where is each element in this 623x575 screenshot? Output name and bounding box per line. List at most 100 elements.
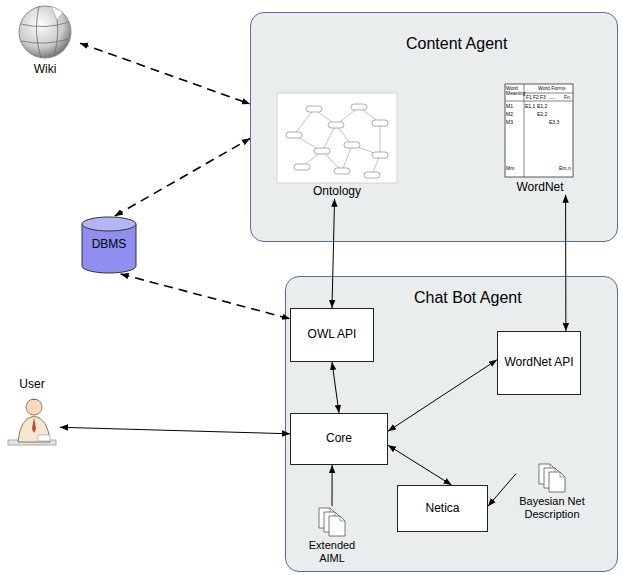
node-label: Netica	[425, 502, 459, 516]
table-cell: Mm	[506, 166, 514, 171]
globe-illustration	[10, 2, 80, 62]
node-label: DBMS	[92, 238, 127, 252]
table-cell-slot: M2	[506, 112, 513, 117]
table-rule	[505, 101, 573, 102]
node-label: WordNet	[500, 181, 580, 195]
table-cell: E1,1	[525, 104, 535, 109]
connector	[80, 43, 250, 104]
onto-illustration	[276, 92, 398, 184]
docs-illustration	[300, 506, 364, 538]
puzzle-seam	[21, 22, 69, 27]
database-cylinder: DBMS	[80, 216, 138, 274]
table-cell-slot: E1,2	[537, 104, 547, 109]
node-label: Ontology	[276, 185, 398, 199]
agent-panel: Chat Bot AgentOWL API WordNet API CoreNeti…	[285, 276, 618, 572]
globe-sphere	[19, 6, 71, 58]
document-stack: Extended AIML	[300, 506, 364, 564]
panel-title: Content Agent	[406, 35, 617, 53]
table-cell-slot: ......	[548, 95, 556, 100]
table-cell: M1	[506, 104, 513, 109]
ontology-concept	[344, 142, 360, 148]
paper	[38, 435, 50, 441]
connector	[121, 274, 290, 319]
ontology-concept	[314, 148, 330, 154]
ontology-concept	[328, 122, 344, 128]
ontology-concept	[306, 106, 322, 112]
head	[26, 399, 42, 415]
table-cell: Em,n	[559, 166, 571, 171]
process-box: Netica	[397, 485, 488, 532]
table-cell-slot: F3	[540, 95, 546, 100]
process-box: WordNet API	[497, 331, 581, 395]
connector	[332, 465, 333, 506]
table-cell-slot: E2,2	[537, 112, 547, 117]
node-label: Wiki	[10, 63, 80, 77]
page-fold	[340, 516, 345, 521]
table-cell: Word Forms	[538, 86, 565, 91]
table-cell: Word Meaning	[506, 86, 523, 96]
table-cell-slot: Em,n	[559, 166, 571, 171]
docs-illustration	[516, 462, 588, 494]
agent-panel: Content AgentOntology WordNet	[250, 12, 618, 242]
table-rule	[524, 84, 525, 177]
table-cell-slot: Word Forms	[538, 86, 565, 91]
ontology-link	[322, 125, 336, 151]
table-cell-slot: F1	[526, 95, 532, 100]
process-box: Core	[290, 413, 388, 465]
tie	[32, 417, 36, 433]
table-cell-slot: E3,3	[549, 120, 559, 125]
table-cell: F1	[526, 95, 532, 100]
ontology-link	[380, 123, 381, 155]
table-cell-slot: M3	[506, 120, 513, 125]
ontology-concept	[364, 172, 380, 178]
table-cell: E2,2	[537, 112, 547, 117]
node-label: Bayesian Net Description	[516, 495, 588, 520]
table-cell: M3	[506, 120, 513, 125]
page-fold	[560, 472, 565, 477]
table-cell: E1,2	[537, 104, 547, 109]
wiki-globe: Wiki	[10, 2, 80, 77]
ontology-concept	[286, 132, 302, 138]
table-cell: F3	[540, 95, 546, 100]
document-page	[329, 516, 345, 536]
ontology-concept	[372, 120, 388, 126]
document-stack: Bayesian Net Description	[516, 462, 588, 520]
table-cell: F2	[533, 95, 539, 100]
table-cell: Fn	[564, 95, 570, 100]
ontology-graph: Ontology	[276, 92, 398, 199]
node-label: WordNet API	[504, 356, 573, 370]
hair	[26, 399, 42, 405]
node-label: User	[4, 378, 60, 392]
table-cell-slot: F2	[533, 95, 539, 100]
missing-piece	[51, 6, 63, 20]
ontology-link	[342, 145, 352, 171]
panel-title: Chat Bot Agent	[414, 289, 617, 307]
ontology-concept	[294, 164, 310, 170]
node-label: Extended AIML	[300, 539, 364, 564]
connector	[115, 139, 250, 217]
shirt	[18, 416, 50, 442]
node-label: OWL API	[308, 328, 357, 342]
ontology-concept	[334, 168, 350, 174]
puzzle-seam	[36, 6, 41, 58]
puzzle-seam	[21, 39, 69, 43]
connector	[60, 427, 290, 434]
table-cell-slot: E1,1	[525, 104, 535, 109]
table-cell: E3,3	[549, 120, 559, 125]
user-figure: User	[4, 378, 60, 454]
ontology-concept	[351, 104, 367, 110]
document-page	[549, 472, 565, 492]
cylinder-top	[82, 217, 136, 231]
table-cell-slot: Fn	[564, 95, 570, 100]
table-rule	[524, 93, 573, 94]
image-frame	[277, 93, 397, 183]
table-cell-slot: Word Meaning	[506, 86, 523, 96]
process-box: OWL API	[290, 308, 374, 362]
table-cell: M2	[506, 112, 513, 117]
table-cell-slot: Mm	[506, 166, 514, 171]
table-cell-slot: M1	[506, 104, 513, 109]
table-cell: ......	[548, 95, 556, 100]
node-label: Core	[326, 432, 352, 446]
ontology-link	[294, 109, 314, 135]
person-illustration	[4, 392, 60, 454]
